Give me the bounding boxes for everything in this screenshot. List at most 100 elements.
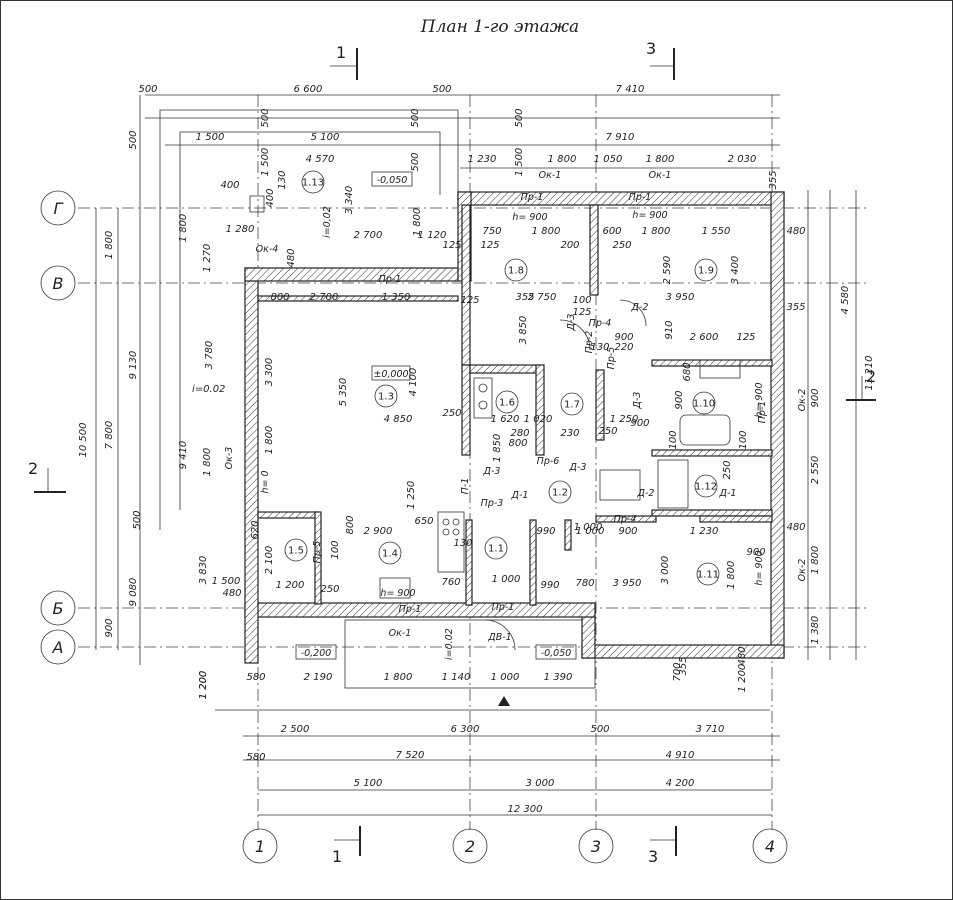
dimension-label: 1 800 <box>104 231 115 260</box>
dimension-label: 1 800 <box>642 226 671 237</box>
dimension-label: 7 410 <box>616 84 645 95</box>
dimension-label: 650 <box>414 516 433 527</box>
opening-label: Пр-5 <box>312 541 323 564</box>
dimension-label: 1 250 <box>610 414 639 425</box>
opening-label: Д-3 <box>483 466 501 477</box>
dimension-label: 500 <box>132 510 143 529</box>
section-mark-1-bottom: 1 <box>332 826 361 866</box>
dimension-label: 125 <box>442 240 461 251</box>
dimension-label: 1 800 <box>202 448 213 477</box>
opening-label: Д-2 <box>631 302 649 313</box>
axis-markers: 1 2 3 4 Г В Б А <box>40 190 788 864</box>
dimension-label: 1 000 <box>492 574 521 585</box>
dimension-label: 780 <box>575 578 594 589</box>
dimension-label: 900 <box>630 418 649 429</box>
dimension-label: 3 300 <box>264 358 275 387</box>
room-marker-circle <box>548 480 572 504</box>
svg-text:3: 3 <box>591 837 601 856</box>
opening-label: Пр-1 <box>399 604 422 615</box>
room-marker-circle <box>378 541 402 565</box>
dimension-label: 1 800 <box>810 546 821 575</box>
dimension-label: 990 <box>536 526 555 537</box>
opening-label: Д-1 <box>719 488 737 499</box>
dimension-label: 1 200 <box>198 671 209 700</box>
dimension-lines <box>95 94 857 816</box>
dimension-label: 480 <box>286 248 297 267</box>
dimension-label: 3 830 <box>198 556 209 585</box>
dimension-label: 3 000 <box>526 778 555 789</box>
room-number: 1.5 <box>288 546 304 557</box>
dimension-label: 900 <box>614 332 633 343</box>
dimension-label: 1 350 <box>382 292 411 303</box>
opening-label: Д-3 <box>569 462 587 473</box>
room-marker-circle <box>484 536 508 560</box>
dimension-label: 1 500 <box>260 148 271 177</box>
dimension-label: 4 850 <box>384 414 413 425</box>
opening-label: h= 900 <box>754 550 765 585</box>
dimension-label: 7 520 <box>396 750 425 761</box>
dimension-label: 500 <box>128 130 139 149</box>
dimension-label: 2 700 <box>354 230 383 241</box>
opening-label: Д-3 <box>632 392 643 410</box>
dimension-label: 5 350 <box>338 378 349 407</box>
dimension-label: 500 <box>260 108 271 127</box>
opening-label: Пр-1 <box>757 401 768 424</box>
opening-label: ДВ-1 <box>487 632 511 643</box>
dimension-label: 1 390 <box>544 672 573 683</box>
dimension-label: 130 <box>453 538 472 549</box>
opening-label: Пр-4 <box>589 318 612 329</box>
dimension-label: 125 <box>460 295 479 306</box>
dimension-label: 580 <box>246 752 265 763</box>
dimension-label: 355 <box>786 302 805 313</box>
svg-text:1: 1 <box>255 837 265 856</box>
dimension-label: 125 <box>480 240 499 251</box>
dimension-label: 2 750 <box>528 292 557 303</box>
section-mark-2-right: 2 <box>846 367 876 401</box>
dimension-label: 700 <box>672 662 683 681</box>
dimension-label: 3 340 <box>344 186 355 215</box>
opening-label: Пр-3 <box>481 498 504 509</box>
slope-porch: i=0.02 <box>444 628 455 660</box>
dimension-label: 250 <box>442 408 461 419</box>
opening-label: Пр-2 <box>584 331 595 354</box>
opening-label: Пр-5 <box>606 347 617 370</box>
dimension-label: 100 <box>738 430 749 449</box>
dimension-label: 355 <box>678 656 689 675</box>
dimension-label: 1 500 <box>196 132 225 143</box>
section-mark-2-left: 2 <box>28 459 66 493</box>
dimension-label: 800 <box>345 515 356 534</box>
dimension-label: 100 <box>330 540 341 559</box>
dimension-label: 1 000 <box>576 526 605 537</box>
dimension-label: 500 <box>410 152 421 171</box>
dimension-label: 7 800 <box>104 421 115 450</box>
opening-label: h= 900 <box>632 210 667 221</box>
svg-text:4: 4 <box>765 837 775 856</box>
dimension-label: 1 550 <box>702 226 731 237</box>
dimension-label: 480 <box>222 588 241 599</box>
dimension-label: 1 230 <box>690 526 719 537</box>
dimension-label: 900 <box>618 526 637 537</box>
level-porch-right: -0,050 <box>541 648 572 659</box>
dimension-label: 4 570 <box>306 154 335 165</box>
opening-label: h= 0 <box>260 470 271 493</box>
room-marker-circle <box>301 170 325 194</box>
dimension-label: 125 <box>736 332 755 343</box>
dimension-label: 3 710 <box>696 724 725 735</box>
dimension-label: 1 620 <box>491 414 520 425</box>
dimension-label: 1 380 <box>810 616 821 645</box>
svg-text:2: 2 <box>465 837 475 856</box>
room-number: 1.8 <box>508 266 524 277</box>
svg-text:А: А <box>52 638 64 657</box>
dimension-label: 7 910 <box>606 132 635 143</box>
room-marker-circle <box>696 562 720 586</box>
room-number: 1.1 <box>488 544 504 555</box>
dimension-label: 355 <box>515 292 534 303</box>
room-marker-circle <box>374 384 398 408</box>
room-number: 1.6 <box>499 398 515 409</box>
dimension-label: 3 400 <box>730 256 741 285</box>
dimension-label: 900 <box>104 618 115 637</box>
opening-label: Ок-1 <box>649 170 672 181</box>
room-marker-circle <box>284 538 308 562</box>
dimension-label: 1 120 <box>418 230 447 241</box>
